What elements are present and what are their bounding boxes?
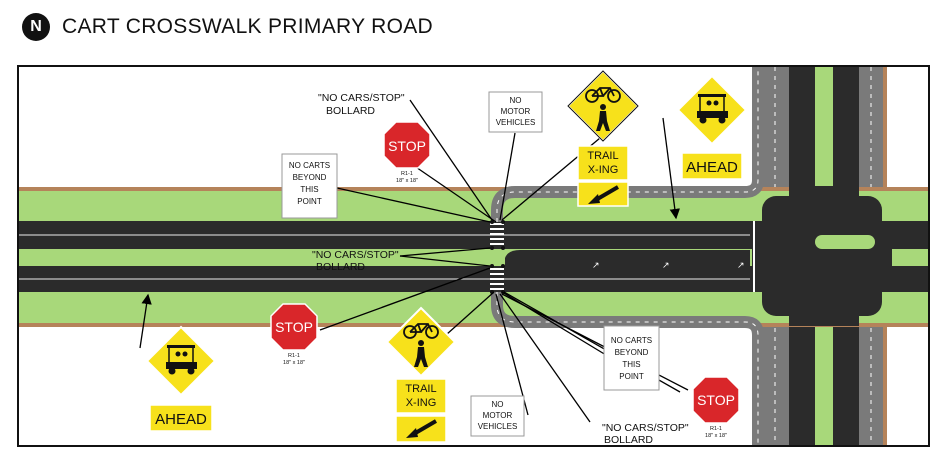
- svg-text:STOP: STOP: [275, 319, 313, 335]
- svg-text:↗: ↗: [592, 260, 600, 270]
- bicycle-icon: [403, 323, 439, 339]
- svg-text:VEHICLES: VEHICLES: [478, 422, 518, 431]
- no-motor-vehicles-sign-bottom: NO MOTOR VEHICLES: [470, 395, 525, 437]
- svg-text:BEYOND: BEYOND: [615, 348, 649, 357]
- svg-text:THIS: THIS: [622, 360, 640, 369]
- svg-text:BOLLARD: BOLLARD: [604, 434, 653, 446]
- golf-cart-icon: [697, 94, 728, 124]
- svg-text:18" x 18": 18" x 18": [705, 433, 727, 439]
- svg-text:STOP: STOP: [697, 392, 735, 408]
- cart-path-bottom: [491, 292, 764, 445]
- pedestrian-icon: [414, 340, 428, 367]
- svg-text:NO: NO: [492, 400, 504, 409]
- svg-text:BOLLARD: BOLLARD: [326, 105, 375, 117]
- svg-text:"NO CARS/STOP": "NO CARS/STOP": [602, 422, 689, 434]
- svg-text:THIS: THIS: [300, 185, 318, 194]
- svg-text:POINT: POINT: [619, 372, 644, 381]
- arrow-down-left-icon: [406, 419, 438, 438]
- svg-text:BEYOND: BEYOND: [293, 173, 327, 182]
- trail-crossing-sign-top: TRAIL X-ING: [566, 69, 640, 207]
- svg-text:R1-1: R1-1: [401, 171, 413, 177]
- svg-text:AHEAD: AHEAD: [686, 159, 738, 176]
- stop-sign-left: STOP R1-1 18" x 18": [270, 303, 318, 366]
- svg-text:NO CARTS: NO CARTS: [289, 161, 330, 170]
- svg-text:TRAIL: TRAIL: [405, 383, 436, 395]
- svg-text:BOLLARD: BOLLARD: [316, 261, 365, 273]
- golf-cart-ahead-sign-top: AHEAD: [676, 74, 748, 180]
- pedestrian-icon: [596, 104, 610, 131]
- no-carts-sign-bottom: NO CARTS BEYOND THIS POINT: [603, 325, 660, 391]
- svg-text:18" x 18": 18" x 18": [396, 178, 418, 184]
- bollards: [490, 220, 505, 294]
- svg-text:X-ING: X-ING: [588, 164, 619, 176]
- crosswalk: [490, 223, 504, 290]
- svg-text:R1-1: R1-1: [288, 353, 300, 359]
- svg-text:18" x 18": 18" x 18": [283, 360, 305, 366]
- golf-cart-ahead-sign-bottom: AHEAD: [145, 325, 217, 432]
- svg-text:NO CARTS: NO CARTS: [611, 336, 652, 345]
- svg-text:"NO CARS/STOP": "NO CARS/STOP": [312, 249, 399, 261]
- stop-sign-top: STOP R1-1 18" x 18": [383, 121, 431, 184]
- svg-text:"NO CARS/STOP": "NO CARS/STOP": [318, 92, 405, 104]
- svg-text:POINT: POINT: [297, 197, 322, 206]
- svg-text:STOP: STOP: [388, 138, 426, 154]
- svg-text:↗: ↗: [662, 260, 670, 270]
- svg-text:NO: NO: [510, 96, 522, 105]
- trail-crossing-sign-bottom: TRAIL X-ING: [385, 306, 457, 443]
- page-title: CART CROSSWALK PRIMARY ROAD: [62, 15, 434, 38]
- svg-text:AHEAD: AHEAD: [155, 411, 207, 428]
- cart-path-top: [491, 67, 764, 222]
- no-motor-vehicles-sign-top: NO MOTOR VEHICLES: [488, 91, 543, 133]
- svg-text:R1-1: R1-1: [710, 426, 722, 432]
- bollard-label-top: "NO CARS/STOP" BOLLARD: [318, 92, 405, 117]
- intersection: [752, 186, 892, 326]
- bollard-label-mid: "NO CARS/STOP" BOLLARD: [312, 249, 399, 273]
- svg-text:VEHICLES: VEHICLES: [496, 118, 536, 127]
- stop-sign-bottom-right: STOP R1-1 18" x 18": [692, 376, 740, 439]
- svg-text:MOTOR: MOTOR: [501, 107, 531, 116]
- header: N CART CROSSWALK PRIMARY ROAD: [22, 10, 433, 44]
- svg-text:MOTOR: MOTOR: [483, 411, 513, 420]
- golf-cart-icon: [166, 345, 197, 375]
- svg-text:↗: ↗: [737, 260, 745, 270]
- bicycle-icon: [585, 87, 621, 103]
- svg-text:TRAIL: TRAIL: [587, 150, 618, 162]
- arrow-down-left-icon: [588, 185, 620, 204]
- bollard-label-bottom: "NO CARS/STOP" BOLLARD: [602, 422, 689, 446]
- no-carts-sign-top: NO CARTS BEYOND THIS POINT: [281, 153, 338, 219]
- north-arrow-badge: N: [22, 13, 50, 41]
- svg-text:X-ING: X-ING: [406, 397, 437, 409]
